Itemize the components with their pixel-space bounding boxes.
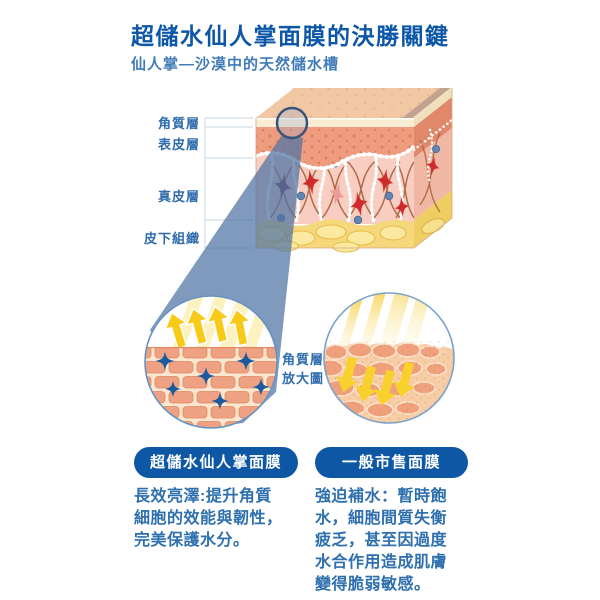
layer-label-stratum-corneum: 角質層: [157, 116, 200, 131]
layer-label-subcutaneous: 皮下組織: [143, 231, 200, 246]
layer-label-epidermis: 表皮層: [157, 137, 200, 152]
page-title: 超儲水仙人掌面膜的決勝關鍵: [131, 23, 450, 49]
layer-bracket-lines: [204, 117, 253, 249]
magnified-view-caption: 角質層 放大圖: [282, 350, 324, 388]
magnifier-circle: [275, 106, 309, 140]
description-cactus-mask: 長效亮澤:提升角質細胞的效能與韌性，完美保護水分。: [134, 488, 283, 549]
right-magnified-view: [323, 292, 455, 424]
caption-line-2: 放大圖: [282, 371, 325, 386]
description-ordinary-mask: 強迫補水：暫時飽水，細胞間質失衡疲乏，甚至因過度水合作用造成肌膚變得脆弱敏感。: [315, 488, 448, 593]
page-subtitle: 仙人掌—沙漠中的天然儲水槽: [131, 56, 340, 73]
caption-line-1: 角質層: [282, 352, 325, 367]
badge-ordinary-mask: 一般市售面膜: [315, 447, 468, 478]
layer-label-dermis: 真皮層: [157, 189, 200, 204]
badge-cactus-mask: 超儲水仙人掌面膜: [134, 447, 298, 478]
